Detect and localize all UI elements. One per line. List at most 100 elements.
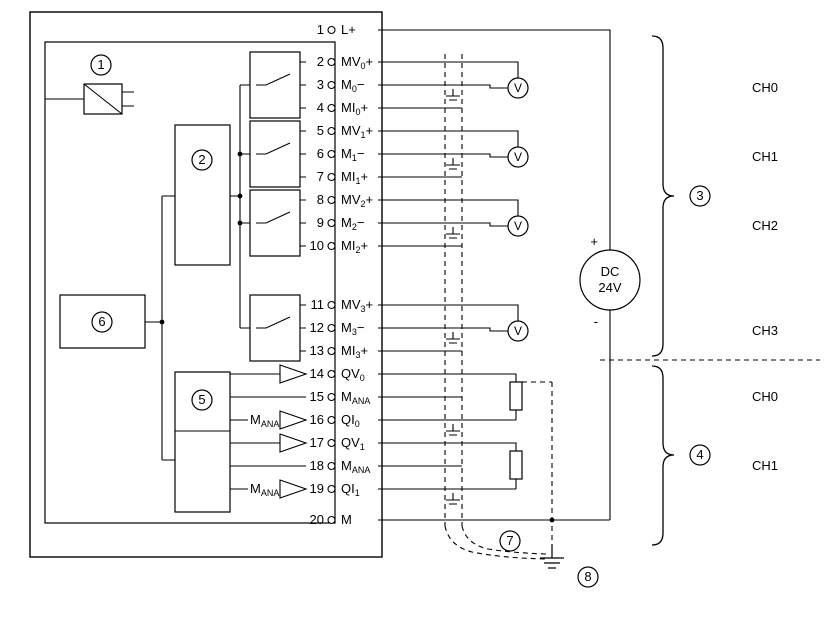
terminal-number: 7	[317, 169, 324, 184]
terminal-row: 8 MV2+	[317, 192, 373, 209]
terminal-label: QI1	[341, 481, 360, 498]
terminal-label: M2−	[341, 215, 364, 232]
terminal-point	[327, 149, 336, 159]
terminal-label: M3−	[341, 320, 364, 337]
terminal-row: 16 QI0	[310, 412, 360, 429]
svg-text:8: 8	[584, 569, 591, 584]
terminal-point	[327, 346, 336, 356]
terminal-number: 13	[310, 343, 324, 358]
terminal-row: 12 M3−	[310, 320, 365, 337]
switch-blade-icons	[256, 73, 291, 329]
terminal-row: 2 MV0+	[317, 54, 373, 71]
terminal-label: MANA	[341, 458, 370, 475]
terminal-point	[327, 25, 336, 35]
svg-text:2: 2	[198, 152, 205, 167]
terminal-number: 6	[317, 146, 324, 161]
voltmeter-ch1: V	[507, 146, 529, 168]
terminal-label: QV1	[341, 435, 365, 452]
voltmeter-label: V	[514, 219, 522, 233]
terminal-point	[327, 80, 336, 90]
channel-label-out-ch1: CH1	[752, 458, 778, 473]
terminal-number: 12	[310, 320, 324, 335]
svg-text:3: 3	[696, 188, 703, 203]
terminal-number: 1	[317, 22, 324, 37]
ref-badge-7: 7	[499, 530, 521, 552]
terminal-row: 5 MV1+	[317, 123, 373, 140]
terminal-row: 11 MV3+	[311, 297, 374, 314]
adc-block	[174, 124, 231, 266]
channel-label-in-ch3: CH3	[752, 323, 778, 338]
terminal-point	[327, 323, 336, 333]
channel-label-in-ch2: CH2	[752, 218, 778, 233]
amp-mana-ref-label: MANA	[250, 412, 279, 429]
terminal-point	[327, 172, 336, 182]
terminal-row: 10 MI2+	[310, 238, 369, 255]
terminal-row: 18 MANA	[310, 458, 371, 475]
terminal-number: 2	[317, 54, 324, 69]
switch-box	[249, 294, 301, 362]
shield-ground-icons	[446, 89, 460, 505]
dc-minus-label: -	[594, 314, 598, 329]
amp-mana-ref-label: MANA	[250, 481, 279, 498]
terminal-point	[327, 103, 336, 113]
voltmeter-circle	[507, 77, 529, 99]
ref-badge-6: 6	[91, 311, 113, 333]
terminal-label: M1−	[341, 146, 364, 163]
terminal-number: 3	[317, 77, 324, 92]
terminal-number: 16	[310, 412, 324, 427]
voltmeter-circle	[507, 215, 529, 237]
terminal-row: 1 L+	[317, 22, 356, 37]
terminal-point	[327, 484, 336, 494]
svg-text:4: 4	[696, 447, 703, 462]
terminal-point	[327, 300, 336, 310]
external-wires	[378, 29, 611, 521]
terminal-label: MI1+	[341, 169, 368, 186]
voltmeter-label: V	[514, 150, 522, 164]
terminal-point	[327, 461, 336, 471]
terminal-label: MV0+	[341, 54, 373, 71]
svg-text:1: 1	[97, 57, 104, 72]
cable-shield-curves	[444, 525, 547, 560]
module-housing-outline	[29, 11, 383, 558]
terminal-label: MI3+	[341, 343, 368, 360]
terminal-number: 4	[317, 100, 324, 115]
cable-shield-lines	[444, 54, 820, 544]
terminal-label: M0−	[341, 77, 364, 94]
terminal-point	[327, 57, 336, 67]
voltmeter-ch0: V	[507, 77, 529, 99]
terminal-row: 9 M2−	[317, 215, 365, 232]
terminal-point	[327, 415, 336, 425]
terminal-number: 15	[310, 389, 324, 404]
terminal-number: 10	[310, 238, 324, 253]
terminal-point	[327, 369, 336, 379]
ref-badge-1: 1	[90, 54, 112, 76]
terminal-label: QI0	[341, 412, 360, 429]
dc-name-label: DC	[601, 264, 620, 279]
amplifier-icon-qv1	[279, 433, 308, 453]
dc-plus-label: +	[590, 234, 598, 249]
ref-badge-2: 2	[191, 149, 213, 171]
terminal-point	[327, 392, 336, 402]
svg-text:7: 7	[506, 533, 513, 548]
terminal-number: 17	[310, 435, 324, 450]
terminal-row: 17 QV1	[310, 435, 365, 452]
terminal-number: 11	[311, 297, 325, 312]
svg-text:5: 5	[198, 392, 205, 407]
amplifier-icon-qv0	[279, 364, 308, 384]
ref-badge-8: 8	[577, 566, 599, 588]
terminal-label: M	[341, 512, 352, 527]
terminal-row: 4 MI0+	[317, 100, 368, 117]
ref-badge-5: 5	[191, 389, 213, 411]
terminal-row: 13 MI3+	[310, 343, 369, 360]
module-electronics-outline	[44, 41, 336, 524]
terminal-label: L+	[341, 22, 356, 37]
terminal-point	[327, 438, 336, 448]
terminal-label: MI0+	[341, 100, 368, 117]
voltmeter-circle	[507, 146, 529, 168]
terminal-row: 14 QV0	[310, 366, 365, 383]
channel-label-out-ch0: CH0	[752, 389, 778, 404]
junction-dots	[159, 151, 555, 523]
power-supply-diagonal	[83, 83, 123, 115]
terminal-row: 6 M1−	[317, 146, 365, 163]
